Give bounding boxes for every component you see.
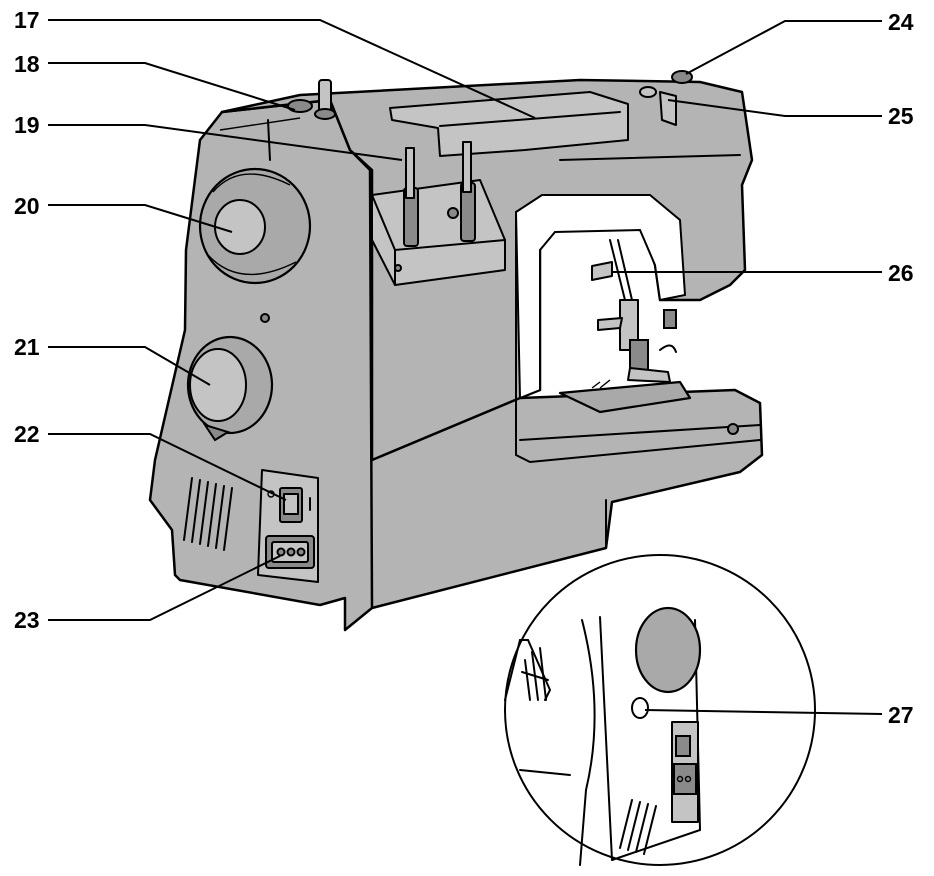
callout-22: 22 bbox=[14, 421, 287, 501]
callout-24: 24 bbox=[685, 9, 914, 75]
callout-20: 20 bbox=[14, 193, 233, 233]
stitch-selector-dial bbox=[186, 335, 274, 442]
spool-holder bbox=[371, 141, 506, 286]
callout-label-22: 22 bbox=[14, 421, 40, 447]
sewing-machine-illustration bbox=[148, 70, 816, 866]
callout-23: 23 bbox=[14, 555, 281, 633]
carrying-handle bbox=[389, 91, 629, 157]
callout-label-27: 27 bbox=[888, 702, 914, 728]
callout-label-20: 20 bbox=[14, 193, 40, 219]
callout-label-17: 17 bbox=[14, 7, 40, 33]
inset-dial bbox=[634, 606, 702, 694]
bobbin-winder-spindle bbox=[287, 79, 336, 120]
needle-plate bbox=[558, 380, 692, 414]
callout-19: 19 bbox=[14, 112, 403, 161]
callout-label-26: 26 bbox=[888, 260, 914, 286]
arm-throat bbox=[514, 194, 687, 400]
bed-screw bbox=[727, 423, 739, 435]
callout-17: 17 bbox=[14, 7, 536, 119]
panel-screw bbox=[260, 313, 270, 323]
callout-18: 18 bbox=[14, 51, 296, 111]
callout-label-19: 19 bbox=[14, 112, 40, 138]
callout-26: 26 bbox=[612, 260, 914, 286]
callout-label-18: 18 bbox=[14, 51, 40, 77]
handwheel bbox=[198, 167, 312, 285]
callout-25: 25 bbox=[667, 99, 914, 129]
ventilation-slots bbox=[183, 477, 233, 551]
callout-27: 27 bbox=[644, 702, 914, 728]
callout-label-25: 25 bbox=[888, 103, 914, 129]
callout-label-24: 24 bbox=[888, 9, 914, 35]
power-socket bbox=[265, 535, 315, 569]
presser-foot-assembly bbox=[591, 239, 677, 383]
inset-hole bbox=[631, 697, 649, 719]
callout-label-21: 21 bbox=[14, 334, 40, 360]
callout-21: 21 bbox=[14, 334, 211, 386]
callout-label-23: 23 bbox=[14, 607, 40, 633]
